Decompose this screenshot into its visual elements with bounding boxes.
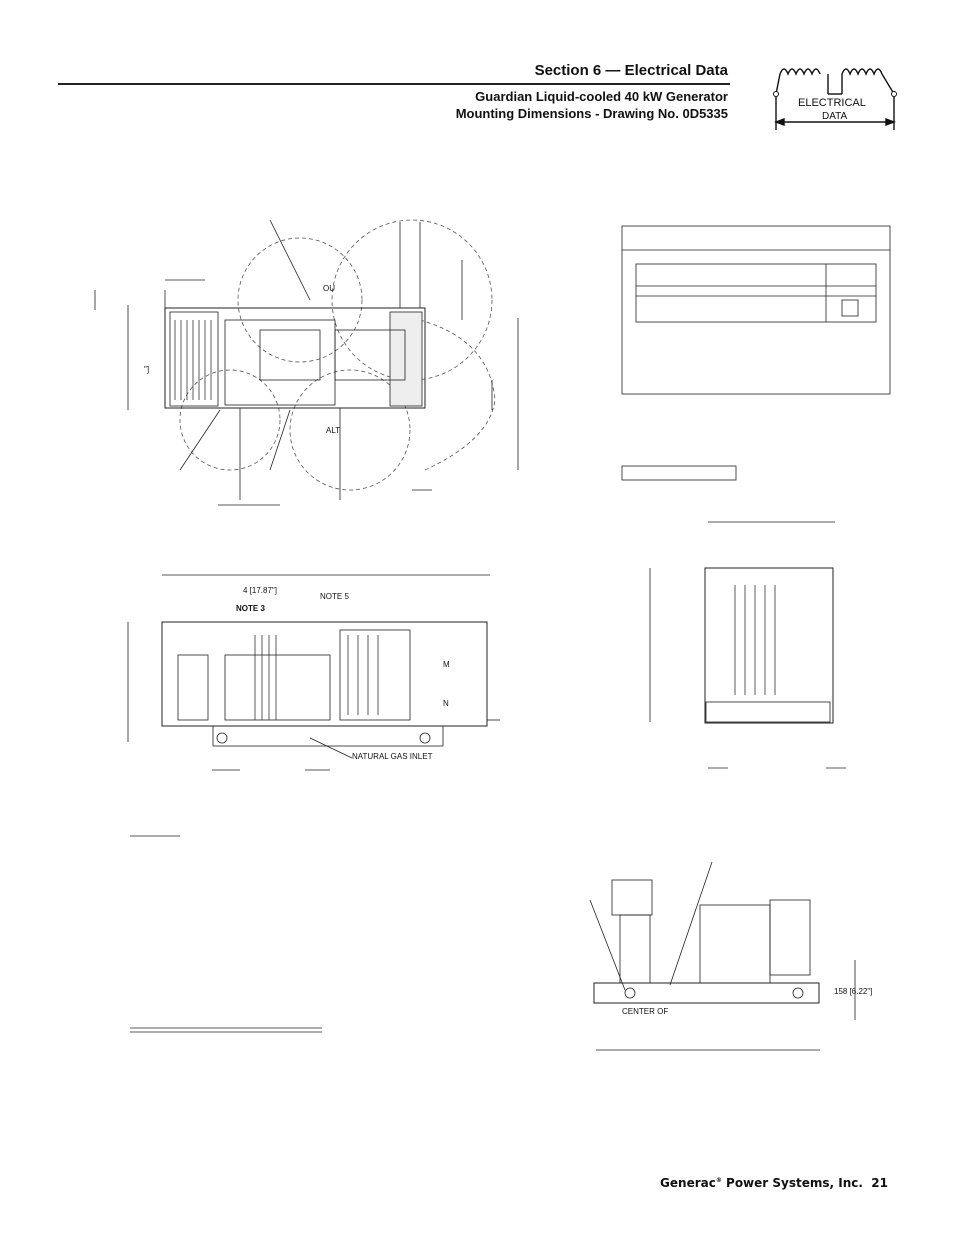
label-m-2: N — [443, 699, 449, 708]
label-gas-inlet: NATURAL GAS INLET — [352, 752, 433, 761]
side-view-grille — [254, 635, 379, 720]
footer-registered-mark: ® — [715, 1177, 722, 1184]
top-view-grille — [174, 320, 212, 400]
footer-company: Generac — [660, 1176, 716, 1190]
label-center-of: CENTER OF — [622, 1007, 669, 1016]
label-m-1: M — [443, 660, 450, 669]
label-side-dim: 4 [17.87"] — [243, 586, 277, 595]
end-view — [649, 521, 846, 769]
subtitle-line-1: Guardian Liquid-cooled 40 kW Generator — [475, 89, 728, 104]
end-view-grille — [734, 585, 776, 695]
side-view — [127, 574, 500, 771]
top-view-dimensions — [94, 219, 519, 506]
label-alt: ALT — [326, 426, 341, 435]
chassis-view — [589, 861, 856, 1051]
label-note-3: NOTE 3 — [236, 604, 265, 613]
top-view — [179, 219, 496, 491]
electrical-data-icon — [773, 68, 897, 130]
drawing-subtitle: Guardian Liquid-cooled 40 kW Generator M… — [456, 88, 728, 122]
title-block-box — [621, 225, 891, 481]
icon-label-data: DATA — [822, 111, 848, 122]
label-note-5: NOTE 5 — [320, 592, 349, 601]
icon-label-electrical: ELECTRICAL — [798, 97, 866, 109]
page-footer: Generac® Power Systems, Inc. 21 — [660, 1176, 888, 1190]
label-ou: OU — [323, 284, 335, 293]
label-lower-dim: 158 [6.22"] — [834, 987, 873, 996]
footer-company-rest: Power Systems, Inc. — [721, 1176, 863, 1190]
header-rule — [58, 83, 730, 85]
top-view-frame — [164, 307, 426, 409]
label-bracket: "] — [144, 365, 150, 374]
section-title: Section 6 — Electrical Data — [534, 62, 728, 79]
subtitle-line-2: Mounting Dimensions - Drawing No. 0D5335 — [455, 106, 728, 121]
page-number: 21 — [871, 1176, 888, 1190]
